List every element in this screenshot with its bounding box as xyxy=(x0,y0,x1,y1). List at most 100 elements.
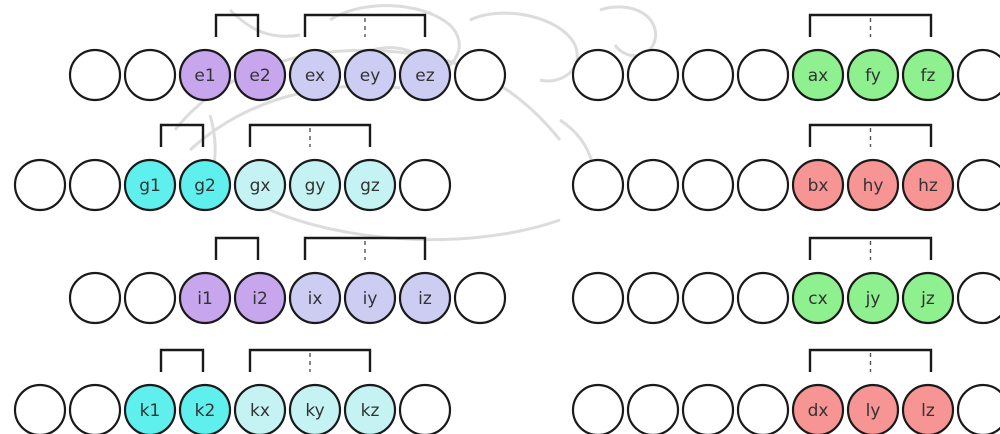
empty-node xyxy=(15,385,65,434)
pair-bracket xyxy=(216,238,258,260)
node-label: dx xyxy=(808,401,829,421)
empty-node xyxy=(628,385,678,434)
node-iz: iz xyxy=(400,273,450,323)
node-k2: k2 xyxy=(180,385,230,434)
left-panel: e1e2exeyezg1g2gxgygzi1i2ixiyizk1k2kxkykz xyxy=(15,50,505,434)
node-circle xyxy=(70,273,120,323)
empty-node xyxy=(70,50,120,100)
left-row-4: k1k2kxkykz xyxy=(15,385,450,434)
empty-node xyxy=(738,273,788,323)
node-label: jy xyxy=(865,289,881,309)
node-circle xyxy=(573,160,623,210)
node-circle xyxy=(958,273,1000,323)
node-circle xyxy=(628,160,678,210)
empty-node xyxy=(683,50,733,100)
node-label: gz xyxy=(360,176,380,196)
node-jz: jz xyxy=(903,273,953,323)
node-dx: dx xyxy=(793,385,843,434)
empty-node xyxy=(70,160,120,210)
node-label: iy xyxy=(363,289,378,309)
triple-bracket xyxy=(250,125,370,147)
empty-node xyxy=(958,385,1000,434)
triple-bracket xyxy=(250,350,370,372)
node-label: k1 xyxy=(140,401,161,421)
node-label: ex xyxy=(305,66,325,86)
node-circle xyxy=(573,385,623,434)
node-cx: cx xyxy=(793,273,843,323)
triple-bracket xyxy=(810,238,931,260)
node-label: ix xyxy=(308,289,323,309)
node-label: lz xyxy=(921,401,935,421)
node-circle xyxy=(738,160,788,210)
empty-node xyxy=(683,273,733,323)
node-label: hy xyxy=(863,176,884,196)
node-circle xyxy=(738,50,788,100)
node-fz: fz xyxy=(903,50,953,100)
node-label: fz xyxy=(921,66,936,86)
node-label: gx xyxy=(250,176,271,196)
node-i1: i1 xyxy=(180,273,230,323)
node-label: bx xyxy=(808,176,829,196)
node-circle xyxy=(125,50,175,100)
node-jy: jy xyxy=(848,273,898,323)
triple-bracket xyxy=(810,350,931,372)
node-gz: gz xyxy=(345,160,395,210)
node-e2: e2 xyxy=(235,50,285,100)
empty-node xyxy=(683,385,733,434)
empty-node xyxy=(628,50,678,100)
node-iy: iy xyxy=(345,273,395,323)
node-label: e2 xyxy=(249,66,270,86)
triple-bracket xyxy=(810,15,931,37)
node-circle xyxy=(628,385,678,434)
right-row-4: dx ly lz xyxy=(573,385,1000,434)
empty-node xyxy=(738,385,788,434)
node-circle xyxy=(683,50,733,100)
node-kx: kx xyxy=(235,385,285,434)
right-row-3: cx jy jz xyxy=(573,273,1000,323)
node-circle xyxy=(125,273,175,323)
pair-bracket xyxy=(161,125,203,147)
empty-node xyxy=(70,273,120,323)
node-k1: k1 xyxy=(125,385,175,434)
node-circle xyxy=(70,160,120,210)
node-circle xyxy=(958,160,1000,210)
node-circle xyxy=(958,385,1000,434)
empty-node xyxy=(15,160,65,210)
empty-node xyxy=(573,273,623,323)
empty-node xyxy=(400,385,450,434)
node-label: ly xyxy=(866,401,881,421)
empty-node xyxy=(573,160,623,210)
node-bx: bx xyxy=(793,160,843,210)
node-label: i2 xyxy=(252,289,268,309)
node-e1: e1 xyxy=(180,50,230,100)
node-circle xyxy=(70,385,120,434)
node-label: g1 xyxy=(139,176,161,196)
node-ix: ix xyxy=(290,273,340,323)
node-ex: ex xyxy=(290,50,340,100)
node-circle xyxy=(70,50,120,100)
node-circle xyxy=(683,160,733,210)
node-gy: gy xyxy=(290,160,340,210)
node-label: i1 xyxy=(197,289,213,309)
node-circle xyxy=(15,160,65,210)
node-lz: lz xyxy=(903,385,953,434)
node-g1: g1 xyxy=(125,160,175,210)
empty-node xyxy=(400,160,450,210)
empty-node xyxy=(738,50,788,100)
empty-node xyxy=(455,273,505,323)
node-label: gy xyxy=(305,176,326,196)
node-label: ax xyxy=(808,66,828,86)
empty-node xyxy=(958,273,1000,323)
empty-node xyxy=(573,385,623,434)
node-circle xyxy=(400,385,450,434)
node-circle xyxy=(455,50,505,100)
empty-node xyxy=(125,50,175,100)
node-label: e1 xyxy=(194,66,215,86)
triple-bracket xyxy=(810,125,931,147)
empty-node xyxy=(738,160,788,210)
left-row-2: g1g2gxgygz xyxy=(15,160,450,210)
